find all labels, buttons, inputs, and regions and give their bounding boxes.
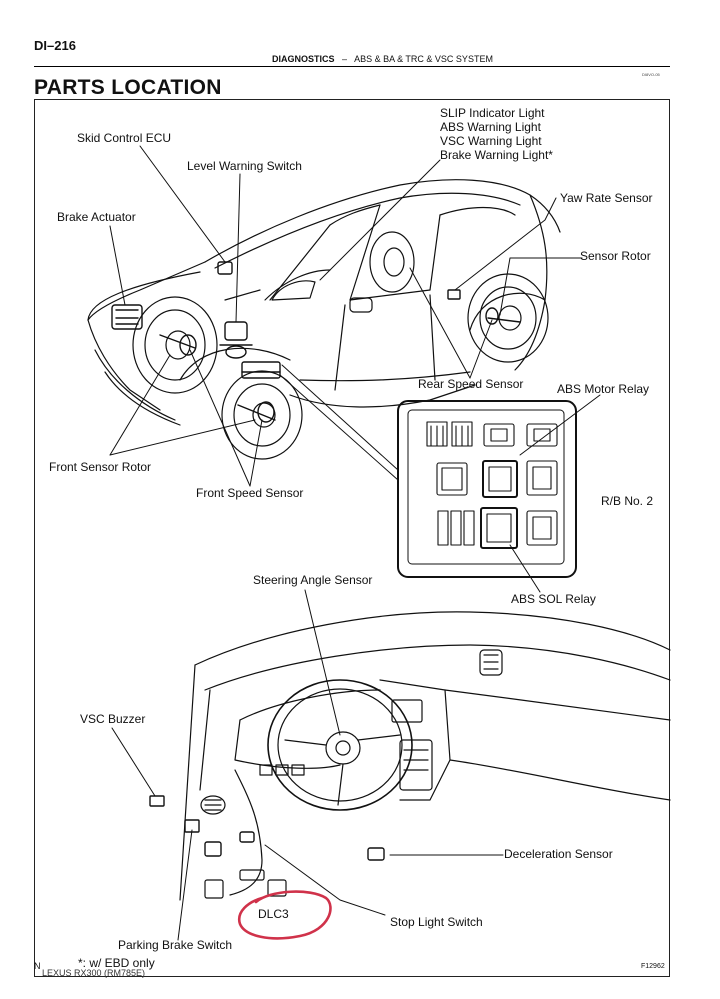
label-abs-sol-relay: ABS SOL Relay — [511, 592, 596, 606]
label-vsc-warning-light: VSC Warning Light — [440, 134, 542, 148]
front-speed-sensor-part — [237, 401, 276, 423]
label-skid-control-ecu: Skid Control ECU — [77, 131, 172, 145]
label-level-warning-switch: Level Warning Switch — [187, 159, 302, 173]
label-steering-angle-sensor: Steering Angle Sensor — [253, 573, 373, 587]
label-deceleration-sensor: Deceleration Sensor — [504, 847, 613, 861]
label-dlc3: DLC3 — [258, 907, 289, 921]
relay-box-part — [241, 361, 281, 379]
leader-lines-lower — [111, 589, 504, 941]
front-sensor-left — [159, 334, 197, 356]
footnote: *: w/ EBD only — [78, 956, 155, 970]
label-brake-actuator: Brake Actuator — [57, 210, 136, 224]
dashboard-illustration — [179, 611, 671, 901]
label-rear-speed-sensor: Rear Speed Sensor — [418, 377, 524, 391]
label-abs-motor-relay: ABS Motor Relay — [557, 382, 650, 396]
skid-control-ecu-part — [217, 261, 233, 275]
dlc3-part — [204, 841, 222, 857]
rear-speed-sensor-part — [485, 307, 521, 325]
label-parking-brake-switch: Parking Brake Switch — [118, 938, 233, 952]
label-rb-no2: R/B No. 2 — [601, 494, 654, 508]
label-front-speed-sensor: Front Speed Sensor — [196, 486, 304, 500]
dlc3-highlight-circle — [237, 890, 332, 940]
page-title: PARTS LOCATION — [34, 76, 222, 99]
document-code: DI8VO-05 — [642, 72, 660, 77]
label-vsc-buzzer: VSC Buzzer — [80, 712, 146, 726]
label-stop-light-switch: Stop Light Switch — [390, 915, 483, 929]
figure-code: F12962 — [641, 963, 665, 970]
header-section: DIAGNOSTICS – ABS & BA & TRC & VSC SYSTE… — [272, 54, 493, 64]
level-warning-switch-part — [219, 321, 253, 359]
diagram-frame — [34, 99, 670, 977]
section-name: DIAGNOSTICS — [272, 54, 335, 64]
label-sensor-rotor: Sensor Rotor — [580, 249, 651, 263]
relay-block-inset — [397, 400, 577, 578]
rear-left-wheel — [369, 231, 415, 293]
header-rule — [34, 66, 670, 67]
footer-marker: N — [34, 961, 41, 971]
leader-lines-upper — [109, 145, 601, 593]
page-number: DI–216 — [34, 38, 76, 53]
stop-light-switch-part — [239, 831, 255, 843]
front-left-wheel — [132, 296, 218, 394]
label-brake-warning-light: Brake Warning Light* — [440, 148, 553, 162]
brake-actuator-part — [111, 304, 143, 330]
vsc-buzzer-part — [149, 795, 165, 807]
label-slip-indicator-light: SLIP Indicator Light — [440, 106, 545, 120]
subsection-name: ABS & BA & TRC & VSC SYSTEM — [354, 54, 493, 64]
label-yaw-rate-sensor: Yaw Rate Sensor — [560, 191, 653, 205]
meter-cluster-part — [271, 280, 316, 301]
footer-model: LEXUS RX300 (RM785E) — [42, 968, 146, 978]
front-right-wheel — [221, 370, 303, 460]
deceleration-sensor-part — [367, 847, 385, 861]
rear-right-wheel — [467, 273, 549, 363]
label-front-sensor-rotor: Front Sensor Rotor — [49, 460, 152, 474]
yaw-rate-sensor-part — [447, 289, 461, 300]
section-separator: – — [342, 54, 348, 64]
label-abs-warning-light: ABS Warning Light — [440, 120, 541, 134]
